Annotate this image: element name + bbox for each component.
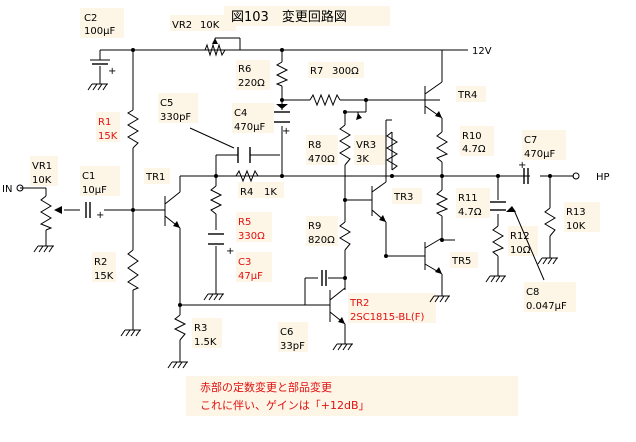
r7-value: 300Ω	[332, 66, 359, 77]
output-label: HP	[596, 172, 610, 183]
r1-name: R1	[98, 117, 111, 128]
c4-value: 470μF	[234, 122, 265, 133]
r8-name: R8	[308, 140, 321, 151]
c5-pointer	[189, 127, 235, 149]
note-line2: これに伴い、ゲインは「+12dB」	[200, 399, 370, 412]
r4-value: 1K	[264, 187, 277, 198]
svg-text:+: +	[282, 126, 290, 137]
r12-value: 10Ω	[510, 245, 531, 256]
r4-name: R4	[240, 187, 253, 198]
c2-value: 100μF	[84, 26, 115, 37]
c8-pointer	[513, 209, 545, 281]
svg-text:+: +	[518, 160, 526, 171]
input-terminal[interactable]	[16, 184, 24, 192]
polarity-marks: + + + + +	[96, 66, 526, 257]
r12-name: R12	[510, 231, 530, 242]
svg-text:+: +	[96, 210, 104, 221]
r5-value: 330Ω	[238, 231, 265, 242]
r10-value: 4.7Ω	[462, 144, 486, 155]
label-boxes	[30, 6, 600, 416]
resistors	[39, 43, 556, 341]
tr1-name: TR1	[145, 172, 165, 183]
c4-name: C4	[234, 108, 247, 119]
r2-value: 15K	[94, 271, 114, 282]
labels: 図103 変更回路図 12V IN HP C2 100μF VR2 10K R6…	[2, 9, 610, 412]
r8-value: 470Ω	[308, 154, 335, 165]
vr1-name: VR1	[32, 161, 52, 172]
r1-value: 15K	[98, 131, 118, 142]
c6-value: 33pF	[280, 341, 305, 352]
r13-value: 10K	[566, 221, 586, 232]
r11-name: R11	[458, 193, 478, 204]
c7-name: C7	[524, 135, 537, 146]
c3-name: C3	[238, 257, 251, 268]
c1-name: C1	[82, 171, 95, 182]
tr2-value: 2SC1815-BL(F)	[350, 312, 424, 323]
terminals	[16, 172, 580, 192]
arrows	[54, 38, 516, 324]
tr3-name: TR3	[393, 192, 413, 203]
tr4-name: TR4	[457, 90, 477, 101]
r5-name: R5	[238, 217, 251, 228]
output-terminal[interactable]	[572, 172, 580, 180]
c8-value: 0.047μF	[526, 301, 567, 312]
vr3-value: 3K	[356, 154, 369, 165]
vr2-value: 10K	[200, 20, 220, 31]
r13-name: R13	[566, 207, 586, 218]
vr2-name: VR2	[172, 20, 192, 31]
tr2-name: TR2	[349, 298, 369, 309]
c2-name: C2	[84, 13, 97, 24]
junctions	[131, 48, 552, 307]
r3-value: 1.5K	[194, 337, 217, 348]
c7-value: 470μF	[524, 149, 555, 160]
c6-name: C6	[280, 327, 293, 338]
r7-name: R7	[310, 66, 323, 77]
svg-text:+: +	[226, 246, 234, 257]
svg-text:+: +	[108, 66, 116, 77]
capacitor-plates	[85, 63, 529, 286]
r3-name: R3	[194, 323, 207, 334]
rail-label: 12V	[472, 46, 492, 57]
r9-name: R9	[308, 221, 321, 232]
c5-name: C5	[160, 98, 173, 109]
r2-name: R2	[94, 257, 107, 268]
c8-name: C8	[526, 287, 539, 298]
diagram-title: 図103 変更回路図	[231, 9, 347, 25]
vr1-value: 10K	[32, 175, 52, 186]
r11-value: 4.7Ω	[458, 207, 482, 218]
ground-symbols	[33, 76, 558, 369]
r4-zigzag	[235, 169, 259, 183]
vr3-name: VR3	[356, 140, 376, 151]
r9-value: 820Ω	[308, 235, 335, 246]
c3-value: 47μF	[238, 271, 263, 282]
tr5-name: TR5	[451, 256, 471, 267]
r6-name: R6	[238, 64, 251, 75]
wires	[20, 37, 574, 355]
r10-name: R10	[462, 131, 482, 142]
input-label: IN	[2, 184, 12, 195]
c1-value: 10μF	[82, 185, 107, 196]
c5-value: 330pF	[160, 112, 191, 123]
r6-value: 220Ω	[238, 78, 265, 89]
note-line1: 赤部の定数変更と部品変更	[200, 380, 332, 394]
